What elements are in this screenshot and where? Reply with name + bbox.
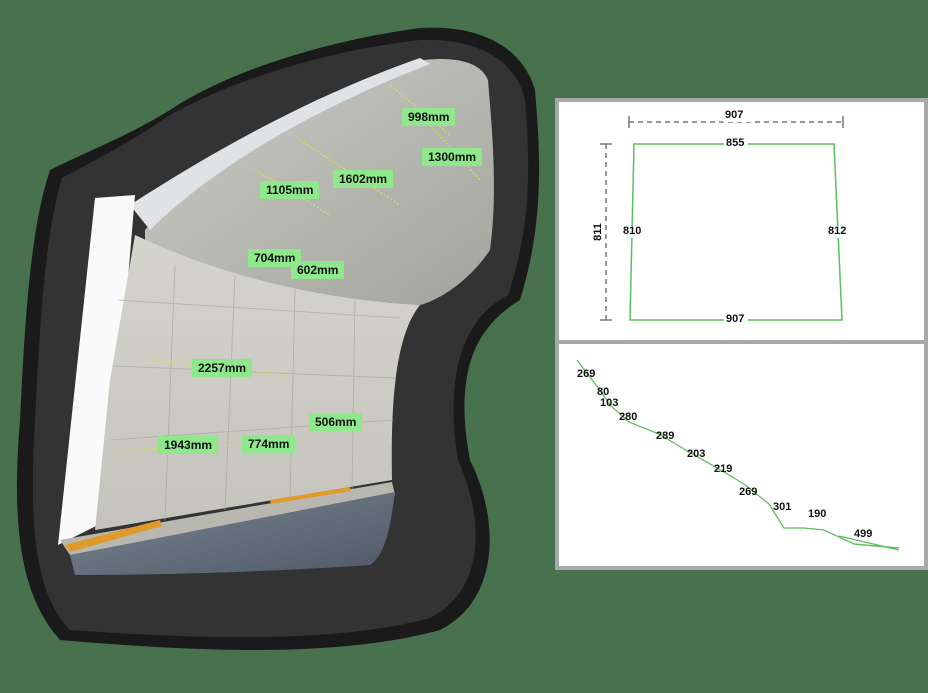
segment-label: 190	[808, 508, 827, 520]
segment-label: 269	[577, 368, 596, 380]
segment-label: 289	[656, 430, 675, 442]
profile-panel: 269 80 103 280 289 203 219 269 301 190 4…	[555, 340, 928, 570]
segment-label: 203	[687, 448, 706, 460]
left-edge-label: 810	[623, 225, 642, 237]
scan-photo: 998mm 1300mm 1602mm 1105mm 704mm 602mm 2…	[16, 27, 540, 651]
measurement-label: 2257mm	[192, 359, 253, 377]
measurement-label: 1602mm	[333, 170, 394, 188]
top-edge-label: 855	[726, 137, 745, 149]
overall-width-label: 907	[725, 109, 744, 121]
segment-label: 280	[619, 411, 638, 423]
bottom-edge-label: 907	[726, 313, 745, 325]
measurement-label: 1300mm	[422, 148, 483, 166]
segment-label: 219	[714, 463, 733, 475]
segment-label: 103	[600, 397, 619, 409]
measurement-label: 602mm	[291, 261, 345, 279]
segment-label: 301	[773, 501, 792, 513]
segment-label: 499	[854, 528, 873, 540]
measurement-label: 1943mm	[158, 436, 219, 454]
cross-section-diagram	[600, 110, 850, 326]
segment-label: 80	[597, 386, 610, 398]
overall-height-label: 811	[591, 223, 604, 241]
measurement-label: 1105mm	[260, 181, 320, 199]
profile-diagram	[576, 359, 900, 551]
cross-section-panel: 907 811 855 907 810 812	[555, 98, 928, 344]
right-edge-label: 812	[828, 225, 847, 237]
measurement-label: 998mm	[402, 108, 456, 126]
segment-label: 269	[739, 486, 758, 498]
measurement-label: 704mm	[248, 249, 302, 267]
scan-photo-graphic	[16, 27, 540, 651]
measurement-label: 774mm	[242, 435, 296, 453]
measurement-label: 506mm	[309, 413, 363, 431]
